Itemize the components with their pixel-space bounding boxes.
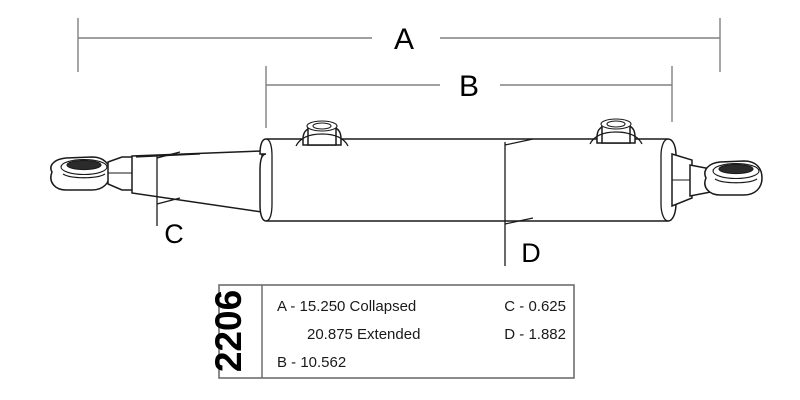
leader-d-label: D [521,238,541,268]
spec-row-0-left: A - 15.250 Collapsed [277,298,416,315]
cylinder-barrel-right-cap-edge [660,138,669,222]
dimension-a-label: A [394,23,414,56]
cylinder-barrel-left-cap-edge [265,138,273,222]
port-boss-rod-end-bore [606,120,626,128]
leader-d-bottom-tick [504,217,534,225]
dimension-b-group: B [265,66,673,128]
port-boss-cap-end-flare [295,133,349,147]
cylinder-barrel-body [259,138,677,222]
port-boss-cap-end [295,120,349,147]
right-rod-eye [704,160,763,196]
spec-row-1-left: 20.875 Extended [307,326,420,343]
spec-row-1-right: D - 1.882 [504,326,566,343]
dimension-b-label: B [459,70,479,103]
left-rod-eye-lower-contour [62,173,106,179]
port-boss-rod-end [589,118,643,145]
piston-rod-body [131,150,263,213]
dimension-a-group: A [77,18,721,72]
spec-row-0-right: C - 0.625 [504,298,566,315]
specification-table-border [218,284,575,379]
port-boss-cap-end-bore [312,122,332,130]
right-rod-eye-bore-inner [718,163,754,175]
leader-c-group: C [156,151,184,249]
port-boss-rod-end-flare [589,131,643,145]
leader-d-top-tick [504,138,534,146]
leader-d-group: D [504,138,541,268]
leader-c-bottom-tick [156,197,181,205]
right-rod-eye-lower-contour [714,178,758,184]
piston-rod [131,150,263,213]
leader-c-label: C [164,219,184,249]
leader-c-top-tick [156,151,181,159]
specification-table: 2206 A - 15.250 Collapsed 20.875 Extende… [208,284,575,379]
spec-row-2-left: B - 10.562 [277,354,346,371]
left-rod-eye-bore-inner [66,159,102,171]
part-number-label: 2206 [208,290,249,372]
cylinder-assembly [50,118,763,222]
cylinder-barrel [259,138,677,222]
left-rod-eye [50,156,111,191]
